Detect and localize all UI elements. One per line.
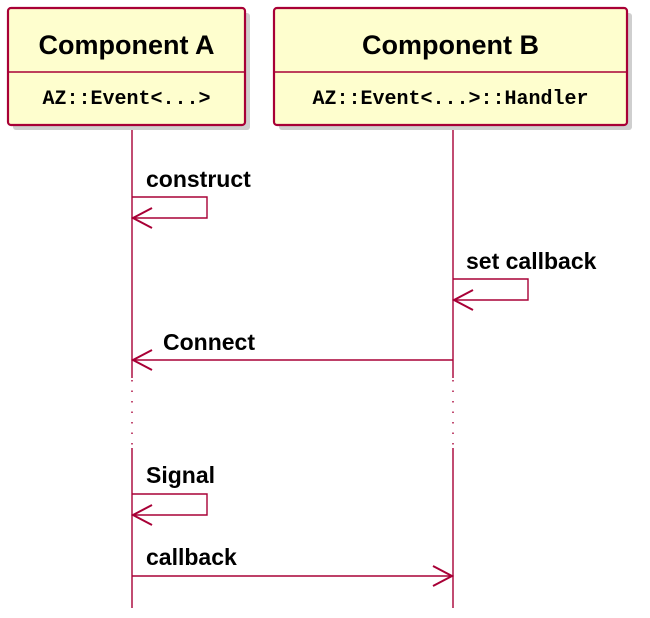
message-label: Signal [146,462,215,488]
arrowhead [130,349,153,371]
arrowhead [130,207,153,229]
message-set-callback: set callback [451,248,597,311]
message-label: callback [146,544,237,570]
arrowhead [432,565,455,587]
message-callback: callback [132,544,455,587]
participant-class: AZ::Event<...>::Handler [312,88,588,111]
message-construct: construct [130,166,251,229]
message-connect: Connect [130,329,453,371]
participant-component-a: Component A AZ::Event<...> [6,6,250,130]
arrowhead [451,289,474,311]
participant-component-b: Component B AZ::Event<...>::Handler [272,6,632,130]
participant-title: Component A [39,30,215,60]
participant-title: Component B [362,30,539,60]
arrowhead [130,504,153,526]
participant-class: AZ::Event<...> [42,88,210,111]
message-label: construct [146,166,251,192]
message-label: set callback [466,248,597,274]
message-signal: Signal [130,462,215,526]
message-label: Connect [163,329,255,355]
